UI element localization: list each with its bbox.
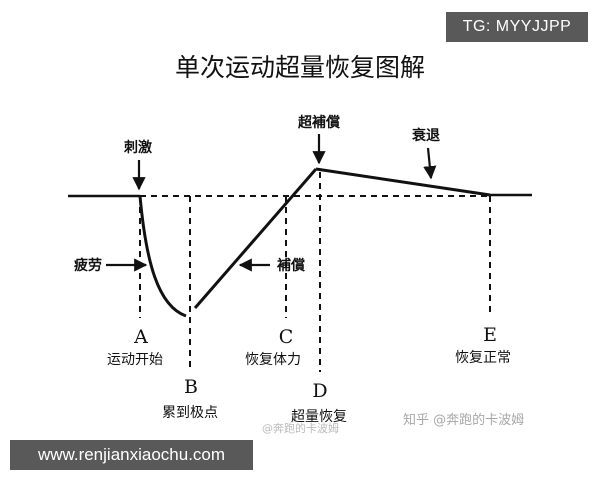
point-c-letter: C [279,326,294,348]
label-decline: 衰退 [411,127,440,144]
zhihu-watermark: 知乎 @奔跑的卡波姆 [403,412,524,428]
point-b-caption: 累到极点 [162,405,218,421]
diagram-title: 单次运动超量恢复图解 [175,53,425,82]
point-a-letter: A [133,326,148,348]
recovery-line [193,168,318,309]
site-watermark-badge: www.renjianxiaochu.com [10,440,253,470]
arrow-decline [423,147,437,180]
point-e-letter: E [483,324,497,346]
label-stimulus: 刺激 [124,139,152,156]
point-d-caption: 超量恢复 [291,408,347,425]
point-c-caption: 恢复体力 [245,351,301,368]
weibo-watermark: @奔跑的卡波姆 [262,421,339,435]
point-b-letter: B [184,376,198,398]
point-d-letter: D [312,380,327,402]
label-super-compensation: 超補償 [297,114,341,131]
point-e-caption: 恢复正常 [455,349,511,366]
tg-watermark-badge: TG: MYYJJPP [446,12,588,42]
fatigue-curve [138,195,187,318]
point-a-caption: 运动开始 [107,352,163,368]
label-fatigue: 疲劳 [74,257,102,274]
decline-line [315,167,491,197]
label-compensation: 補償 [276,257,306,274]
